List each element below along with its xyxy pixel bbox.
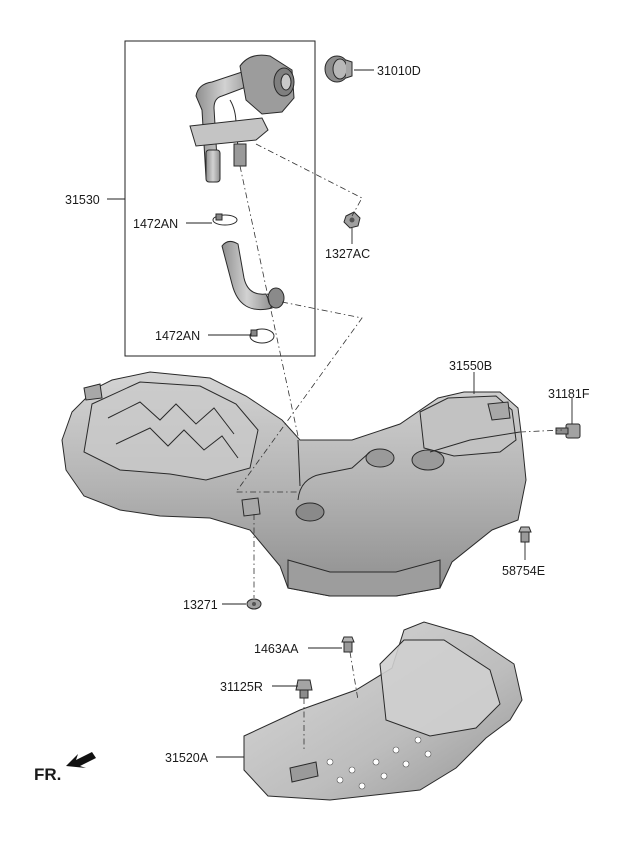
- label-clamp-lower: 1472AN: [155, 329, 200, 343]
- label-heat-shield: 31520A: [165, 751, 209, 765]
- label-bolt-shield: 1463AA: [254, 642, 299, 656]
- front-arrow-icon: [66, 752, 96, 768]
- reference-lines: [235, 143, 563, 752]
- label-clamp-upper: 1472AN: [133, 217, 178, 231]
- heat-shield[interactable]: [243, 621, 523, 801]
- front-orientation-label: FR.: [34, 765, 61, 784]
- filler-hose[interactable]: [221, 240, 285, 310]
- bolt-1463aa[interactable]: [341, 636, 355, 653]
- hose-clamp-lower[interactable]: [249, 328, 275, 344]
- bolt-58754e[interactable]: [518, 526, 532, 543]
- label-nut-tank: 13271: [183, 598, 218, 612]
- hose-clamp-upper[interactable]: [212, 213, 238, 226]
- label-nut-bracket: 1327AC: [325, 247, 370, 261]
- label-filler-neck-assy: 31530: [65, 193, 100, 207]
- assembly-frame: [124, 40, 316, 357]
- bolt-31125r[interactable]: [295, 679, 313, 699]
- bolt-31181f[interactable]: [555, 423, 581, 439]
- nut-13271[interactable]: [246, 598, 262, 610]
- nut-1327ac[interactable]: [343, 211, 361, 229]
- filler-cap[interactable]: [324, 55, 353, 83]
- label-bolt-right: 31181F: [548, 387, 590, 401]
- label-bolt-small: 58754E: [502, 564, 545, 578]
- leader-lines: [107, 69, 573, 758]
- label-bolt-heat-shield: 31125R: [220, 680, 263, 694]
- filler-neck-assembly[interactable]: [189, 54, 295, 183]
- fuel-tank[interactable]: [61, 371, 527, 597]
- label-filler-cap: 31010D: [377, 64, 421, 78]
- label-fuel-tank: 31550B: [449, 359, 492, 373]
